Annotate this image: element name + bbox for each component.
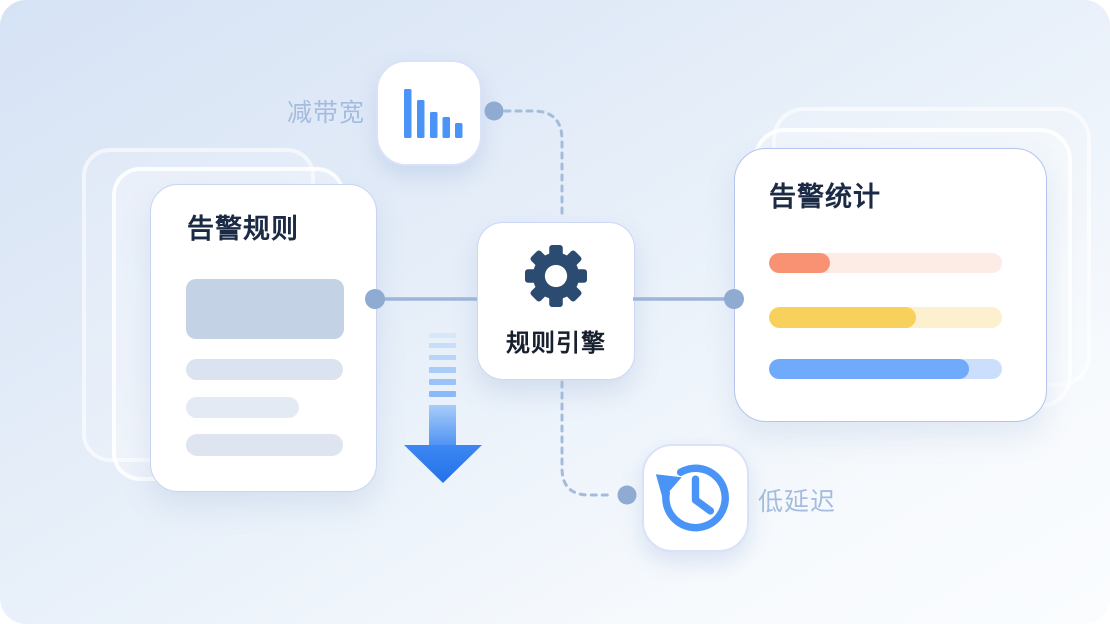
placeholder-line	[186, 397, 299, 418]
connector-dot-bottom	[617, 485, 637, 505]
alert-rules-card: 告警规则	[150, 184, 377, 492]
alert-rules-title: 告警规则	[187, 214, 299, 244]
gear-icon	[525, 245, 587, 312]
stat-bar-orange	[769, 253, 1002, 273]
stat-bar-blue-fill	[769, 359, 970, 379]
latency-label: 低延迟	[758, 488, 837, 516]
rule-engine-title: 规则引擎	[506, 330, 606, 357]
alert-stats-card: 告警统计	[734, 148, 1047, 422]
stat-bar-blue	[769, 359, 1002, 379]
bar-chart-icon	[376, 60, 482, 166]
stat-bar-orange-fill	[769, 253, 830, 273]
placeholder-block	[186, 279, 344, 339]
alert-stats-title: 告警统计	[769, 182, 881, 212]
stat-bar-yellow	[769, 307, 1002, 328]
history-clock-icon	[642, 444, 749, 552]
stat-bar-yellow-fill	[769, 307, 916, 328]
down-arrow-icon	[404, 333, 482, 483]
placeholder-line	[186, 434, 343, 456]
bandwidth-label: 减带宽	[286, 99, 365, 127]
placeholder-line	[186, 359, 343, 380]
connector-dot-top	[484, 101, 504, 121]
rule-engine-card: 规则引擎	[477, 222, 635, 380]
